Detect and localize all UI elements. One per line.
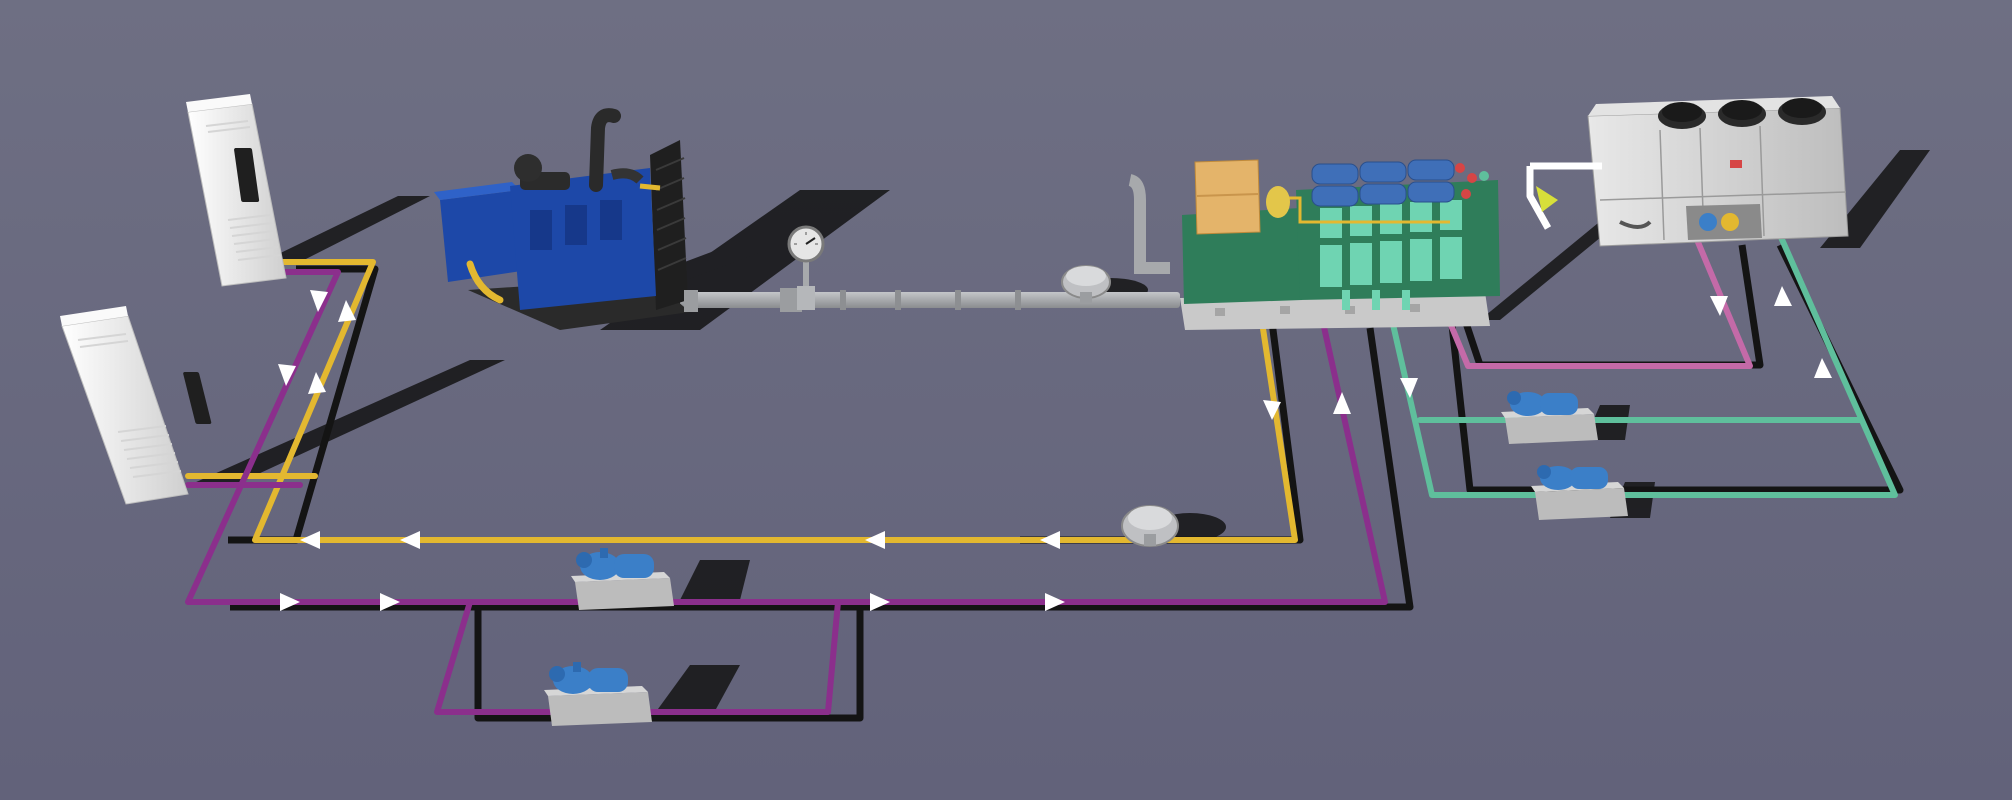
dry-cooler[interactable] [1588,96,1848,246]
chp-engine[interactable] [1180,160,1500,330]
expansion-vessel-lower[interactable] [1122,506,1178,546]
dry-cooler-fans [1658,98,1826,129]
